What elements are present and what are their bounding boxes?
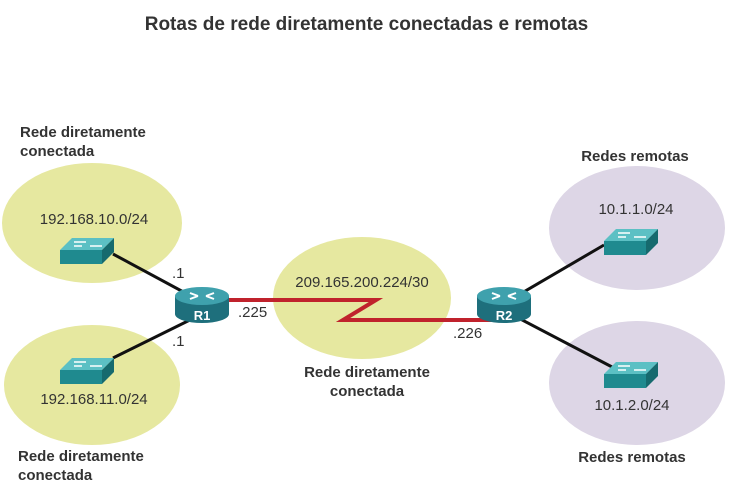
address-top-right: 10.1.1.0/24	[598, 201, 673, 218]
caption-middle-line1: Rede diretamente	[304, 364, 430, 381]
interface-r1-serial: .225	[238, 304, 267, 321]
diagram-title: Rotas de rede diretamente conectadas e r…	[144, 14, 589, 35]
caption-bottom-right: Redes remotas	[578, 449, 686, 466]
interface-r2-serial: .226	[453, 325, 482, 342]
address-bottom-right: 10.1.2.0/24	[594, 397, 669, 414]
switch-top-right-icon[interactable]	[604, 229, 658, 255]
caption-top-right: Redes remotas	[581, 148, 689, 165]
interface-r1-top: .1	[172, 265, 185, 282]
network-bottom-left-ellipse	[4, 325, 180, 445]
switch-bottom-left-icon[interactable]	[60, 358, 114, 384]
caption-bottom-left-line1: Rede diretamente	[18, 448, 144, 465]
caption-middle-line2: conectada	[330, 383, 405, 400]
caption-bottom-left-line2: conectada	[18, 467, 93, 484]
address-top-left: 192.168.10.0/24	[40, 211, 148, 228]
serial-link	[202, 298, 505, 322]
switch-bottom-right-icon[interactable]	[604, 362, 658, 388]
router-r1-icon[interactable]: R1	[175, 287, 229, 323]
router-r2-label: R2	[496, 308, 513, 323]
switch-top-left-icon[interactable]	[60, 238, 114, 264]
caption-top-left-line1: Rede diretamente	[20, 124, 146, 141]
router-r1-label: R1	[194, 308, 211, 323]
network-top-right-ellipse	[549, 166, 725, 290]
caption-top-left-line2: conectada	[20, 143, 95, 160]
address-bottom-left: 192.168.11.0/24	[40, 391, 147, 408]
interface-r1-bottom: .1	[172, 333, 185, 350]
address-middle: 209.165.200.224/30	[295, 274, 428, 291]
router-r2-icon[interactable]: R2	[477, 287, 531, 323]
network-top-left-ellipse	[2, 163, 182, 283]
